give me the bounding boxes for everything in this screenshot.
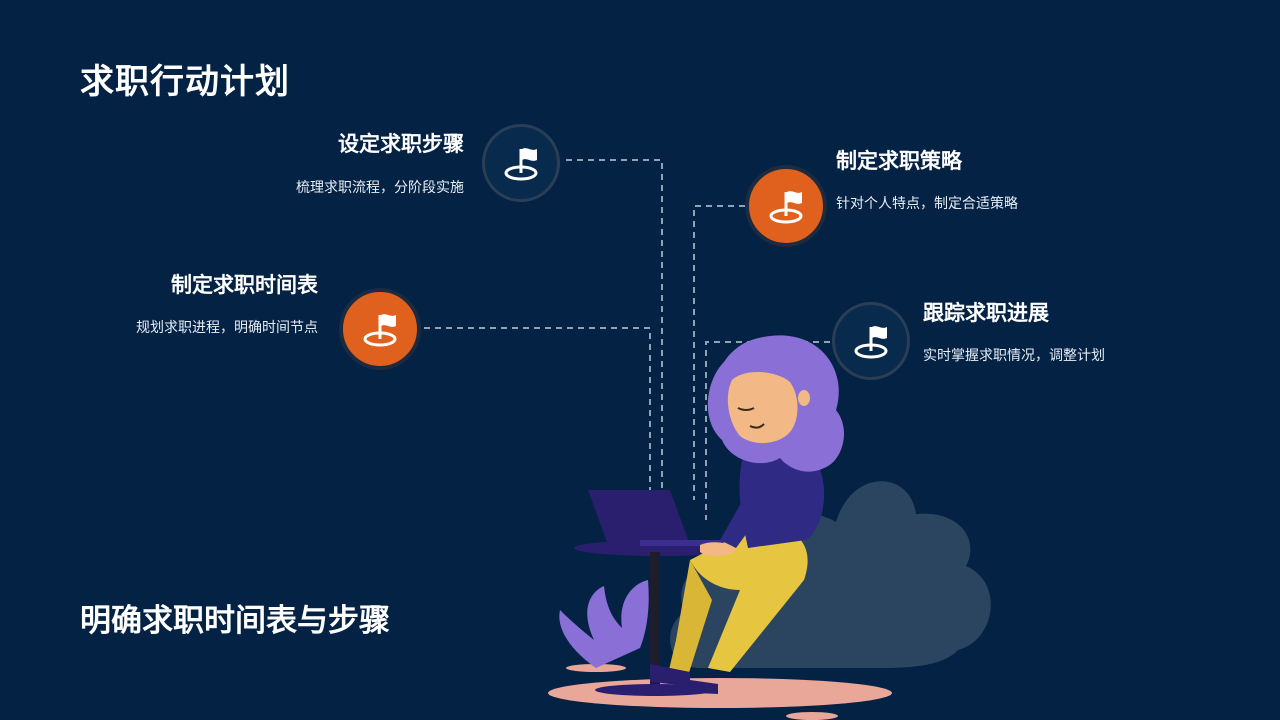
- flag-node: [482, 124, 560, 202]
- floor-shadow: [548, 678, 892, 708]
- flag-node: [339, 288, 421, 370]
- item-title: 制定求职时间表: [171, 273, 318, 297]
- person-face: [727, 371, 798, 444]
- plant: [559, 580, 649, 668]
- flag-node: [745, 165, 827, 247]
- item-desc: 梳理求职流程，分阶段实施: [296, 180, 464, 196]
- page-subtitle: 明确求职时间表与步骤: [80, 603, 390, 639]
- connector-line-3: [424, 327, 651, 500]
- connector-line-4: [705, 341, 830, 520]
- item-title: 设定求职步骤: [338, 132, 464, 156]
- flag-icon: [363, 314, 397, 347]
- flag-icon: [854, 326, 888, 359]
- laptop: [588, 490, 690, 545]
- item-title: 跟踪求职进展: [923, 301, 1049, 325]
- flag-icon: [769, 191, 803, 224]
- connector-line-1: [566, 159, 663, 500]
- item-desc: 实时掌握求职情况，调整计划: [923, 348, 1105, 364]
- item-desc: 针对个人特点，制定合适策略: [836, 196, 1018, 212]
- item-desc: 规划求职进程，明确时间节点: [136, 320, 318, 336]
- flag-icon: [504, 148, 538, 181]
- connector-line-2: [693, 205, 745, 500]
- item-title: 制定求职策略: [836, 149, 962, 173]
- page-title: 求职行动计划: [80, 62, 290, 102]
- flag-node: [832, 302, 910, 380]
